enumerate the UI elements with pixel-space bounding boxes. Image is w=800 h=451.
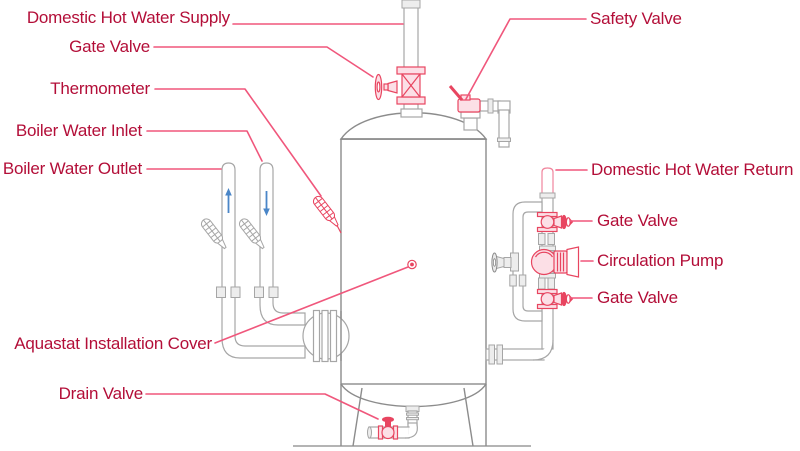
leader-boiler-inlet <box>146 130 263 162</box>
label-dhw-return: Domestic Hot Water Return <box>591 160 794 179</box>
label-boiler-outlet: Boiler Water Outlet <box>2 159 142 178</box>
gate-valve-right-upper <box>536 211 574 233</box>
safety-valve-assembly <box>448 85 511 148</box>
leader-gate-valve-top <box>153 46 374 78</box>
return-pipe-pink-section <box>541 167 554 197</box>
label-drain-valve: Drain Valve <box>58 384 144 403</box>
tank-body <box>340 138 487 446</box>
bypass-valve <box>491 252 519 273</box>
boiler-outlet-pipe <box>216 162 306 359</box>
drain-valve-assembly <box>367 405 420 440</box>
label-circulation-pump: Circulation Pump <box>597 251 724 270</box>
label-gate-valve-upper: Gate Valve <box>597 211 678 230</box>
leader-aquastat <box>214 266 409 344</box>
supply-gate-valve <box>374 66 426 105</box>
boiler-inlet-pipe <box>254 162 306 326</box>
tank-thermometer <box>310 193 342 234</box>
tank-bottom-dish <box>340 383 487 408</box>
bypass-loop <box>491 201 543 322</box>
leader-safety-valve <box>465 18 587 100</box>
heat-exchanger-flange <box>302 309 350 363</box>
leader-drain-valve <box>145 393 379 420</box>
circulation-pump <box>530 246 580 278</box>
drain-valve <box>377 416 399 440</box>
label-aquastat-cover: Aquastat Installation Cover <box>14 334 212 353</box>
gate-valve-right-lower <box>536 288 574 310</box>
aquastat-cover-port <box>407 259 417 270</box>
label-dhw-supply: Domestic Hot Water Supply <box>26 8 230 27</box>
flow-arrow-down <box>263 191 270 216</box>
leader-thermometer <box>154 88 322 197</box>
label-gate-valve-lower: Gate Valve <box>597 288 678 307</box>
label-thermometer: Thermometer <box>50 79 150 98</box>
label-gate-valve-top: Gate Valve <box>69 37 150 56</box>
safety-valve <box>448 85 481 113</box>
label-boiler-inlet: Boiler Water Inlet <box>15 121 142 140</box>
label-safety-valve: Safety Valve <box>590 9 682 28</box>
flow-arrow-up <box>225 188 232 213</box>
leader-lines <box>145 18 594 420</box>
